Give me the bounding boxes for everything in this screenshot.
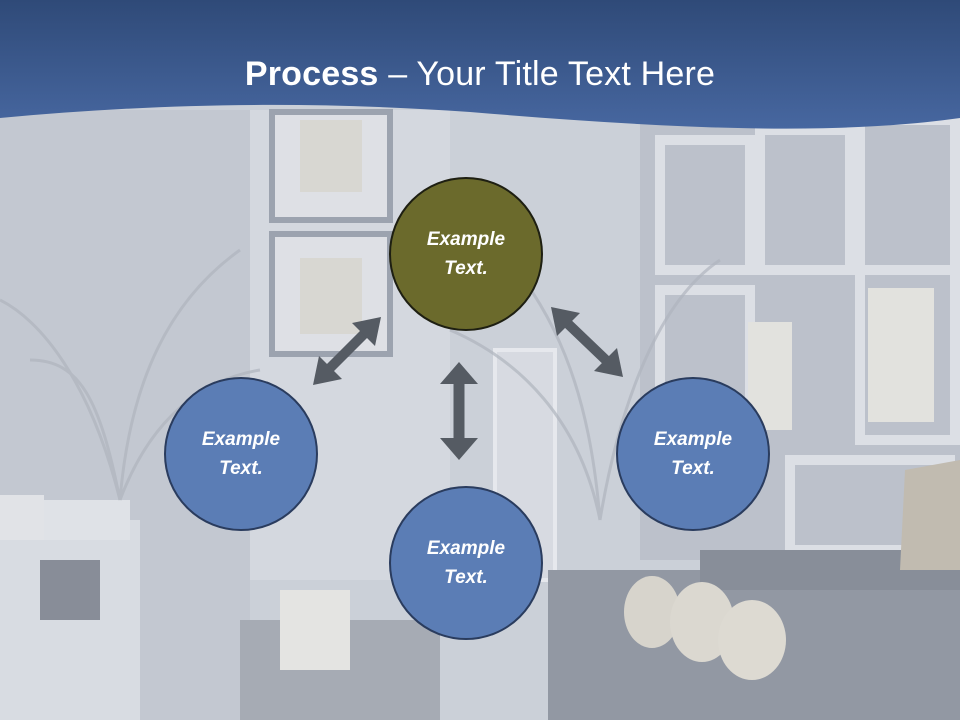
node-left-line1: Example <box>201 429 281 450</box>
node-bottom: Example Text. <box>389 486 543 640</box>
node-bottom-line1: Example <box>426 538 506 559</box>
arrow-vertical <box>440 362 478 460</box>
node-left-line2: Text. <box>219 458 263 479</box>
header-band <box>0 0 960 129</box>
node-right-line2: Text. <box>671 458 715 479</box>
node-right-line1: Example <box>653 429 733 450</box>
node-right: Example Text. <box>616 377 770 531</box>
node-top-line2: Text. <box>444 258 488 279</box>
title-rest-part: – Your Title Text Here <box>378 55 716 93</box>
arrow-top-left <box>313 317 381 385</box>
node-top-line1: Example <box>426 229 506 250</box>
arrow-top-right <box>551 307 623 377</box>
node-top: Example Text. <box>389 177 543 331</box>
slide-title: Process – Your Title Text Here <box>0 52 960 96</box>
node-bottom-line2: Text. <box>444 567 488 588</box>
node-left: Example Text. <box>164 377 318 531</box>
title-bold-part: Process <box>244 55 379 93</box>
